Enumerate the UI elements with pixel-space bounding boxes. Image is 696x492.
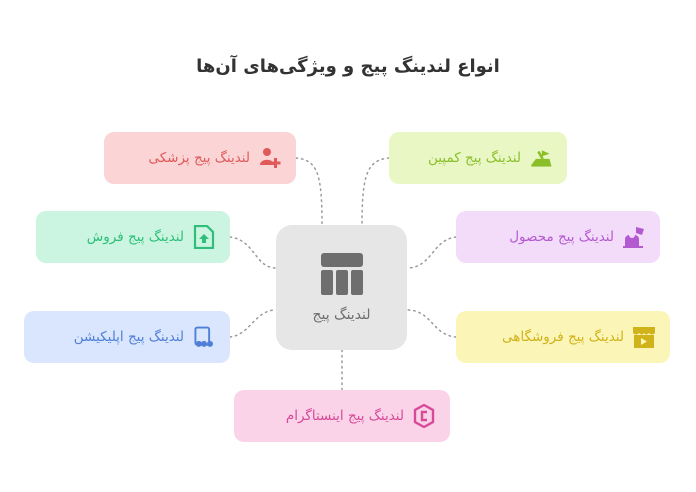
card-campaign-label: لندینگ پیج کمپین bbox=[428, 150, 521, 166]
campaign-icon bbox=[529, 146, 553, 170]
card-product: لندینگ پیج محصول bbox=[456, 211, 660, 263]
app-icon bbox=[192, 325, 216, 349]
card-medical-label: لندینگ پیج پزشکی bbox=[148, 150, 250, 166]
card-medical: لندینگ پیج پزشکی bbox=[104, 132, 296, 184]
connector-app bbox=[229, 309, 277, 338]
store-icon bbox=[632, 325, 656, 349]
center-node: لندینگ پیج bbox=[276, 225, 407, 350]
connector-product bbox=[406, 236, 457, 269]
connector-campaign bbox=[361, 157, 390, 226]
instagram-icon bbox=[412, 404, 436, 428]
connector-store bbox=[406, 309, 457, 338]
card-sales: لندینگ پیج فروش bbox=[36, 211, 230, 263]
product-icon bbox=[622, 225, 646, 249]
card-campaign: لندینگ پیج کمپین bbox=[389, 132, 567, 184]
card-store-label: لندینگ پیج فروشگاهی bbox=[502, 329, 624, 345]
diagram-title: انواع لندینگ پیج و ویژگی‌های آن‌ها bbox=[196, 56, 500, 77]
card-instagram: لندینگ پیج اینستاگرام bbox=[234, 390, 450, 442]
layout-icon bbox=[320, 252, 363, 295]
connector-medical bbox=[295, 157, 323, 226]
card-app-label: لندینگ پیج اپلیکیشن bbox=[73, 329, 184, 345]
card-store: لندینگ پیج فروشگاهی bbox=[456, 311, 670, 363]
card-sales-label: لندینگ پیج فروش bbox=[86, 229, 184, 245]
doctor-icon bbox=[258, 146, 282, 170]
card-product-label: لندینگ پیج محصول bbox=[509, 229, 614, 245]
center-label: لندینگ پیج bbox=[312, 306, 371, 323]
connector-sales bbox=[229, 236, 277, 269]
card-instagram-label: لندینگ پیج اینستاگرام bbox=[285, 408, 404, 424]
sales-icon bbox=[192, 225, 216, 249]
card-app: لندینگ پیج اپلیکیشن bbox=[24, 311, 230, 363]
